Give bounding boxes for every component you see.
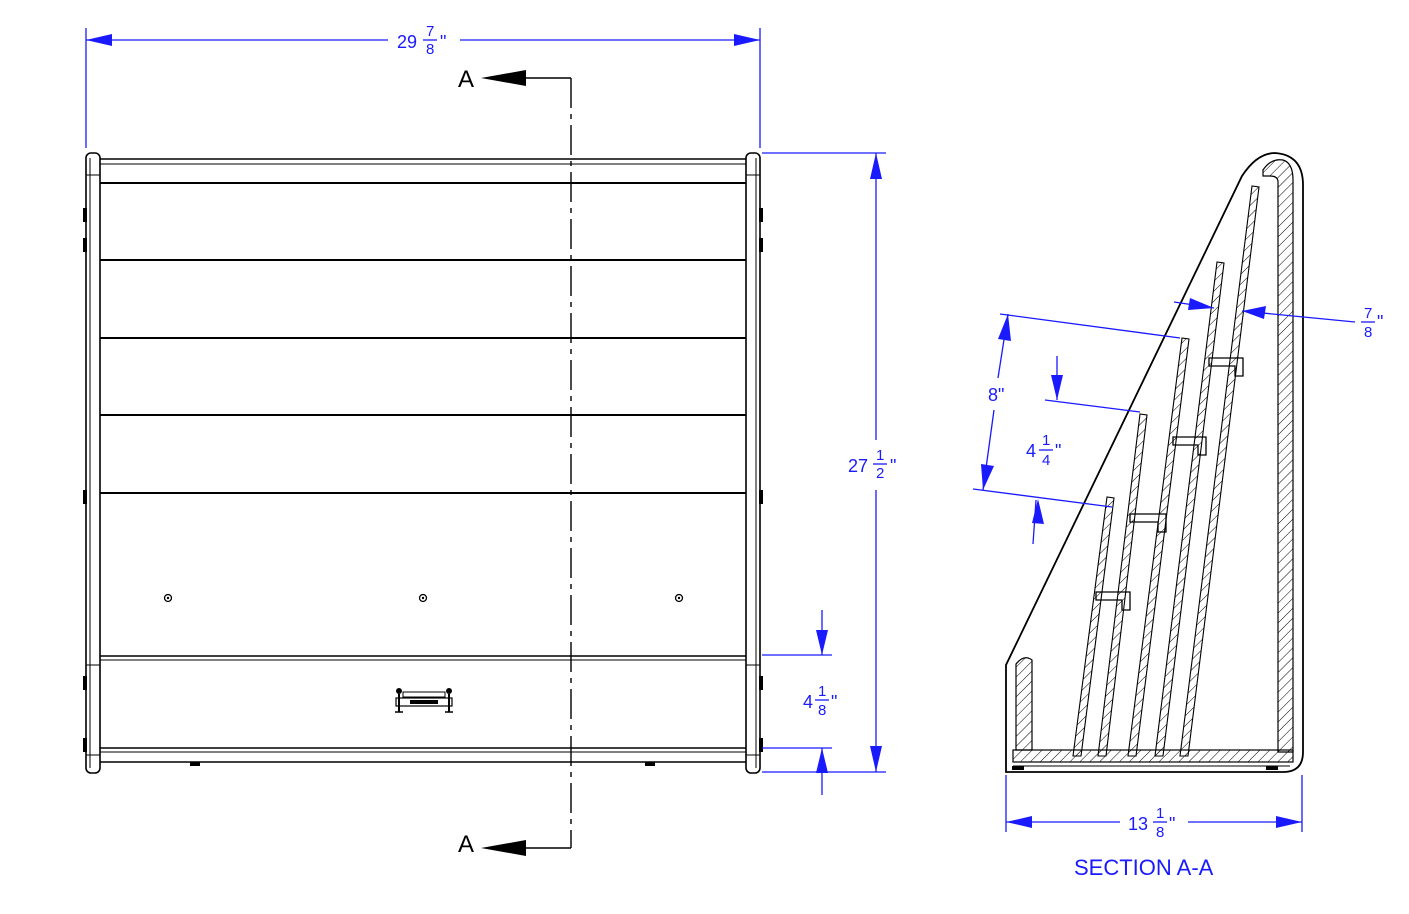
dimension-overall-width: 29 7 8 " [397,23,446,58]
svg-text:7: 7 [1364,305,1372,322]
dimension-side-depth: 13 1 8 " [1128,805,1175,841]
svg-text:": " [831,692,837,712]
svg-text:8: 8 [988,385,998,405]
svg-text:": " [440,32,446,52]
svg-text:4: 4 [1026,441,1036,461]
dimension-bottom-panel: 4 1 8 " [803,683,837,719]
svg-text:1: 1 [818,683,826,700]
section-marker-bottom: A [458,831,474,858]
svg-text:": " [890,456,896,476]
dimension-wall-thickness: 7 8 " [1361,305,1383,341]
svg-text:1: 1 [1156,805,1164,822]
section-view [1005,152,1304,773]
front-dimensions: 29 7 8 " 27 1 2 " 4 1 8 [85,23,896,795]
svg-text:27: 27 [848,456,868,476]
brand-logo [395,688,453,713]
svg-text:": " [998,385,1004,405]
svg-text:8: 8 [426,41,434,58]
svg-text:2: 2 [876,465,884,482]
section-dimensions: 13 1 8 " 8 " 4 1 4 " [972,298,1383,880]
dimension-overall-height: 27 1 2 " [848,447,896,482]
screw-icon [163,593,173,603]
front-view: A A [83,66,763,858]
svg-text:": " [1377,312,1383,332]
svg-text:4: 4 [1042,452,1050,469]
svg-text:8: 8 [818,702,826,719]
svg-text:1: 1 [876,447,884,464]
svg-text:8: 8 [1364,324,1372,341]
svg-text:4: 4 [803,692,813,712]
svg-text:": " [1055,441,1061,461]
svg-text:7: 7 [426,23,434,40]
section-title: SECTION A-A [1074,855,1214,880]
section-marker-top: A [458,66,474,93]
dimension-shelf-spacing: 8 " [988,385,1004,405]
left-post [85,152,101,774]
svg-text:29: 29 [397,32,417,52]
screw-icon [674,593,684,603]
svg-text:": " [1169,814,1175,834]
right-post [745,152,761,774]
svg-text:8: 8 [1156,824,1164,841]
dimension-lip-height: 4 1 4 " [1026,432,1061,469]
screw-icon [418,593,428,603]
svg-text:1: 1 [1042,432,1050,449]
svg-text:13: 13 [1128,814,1148,834]
